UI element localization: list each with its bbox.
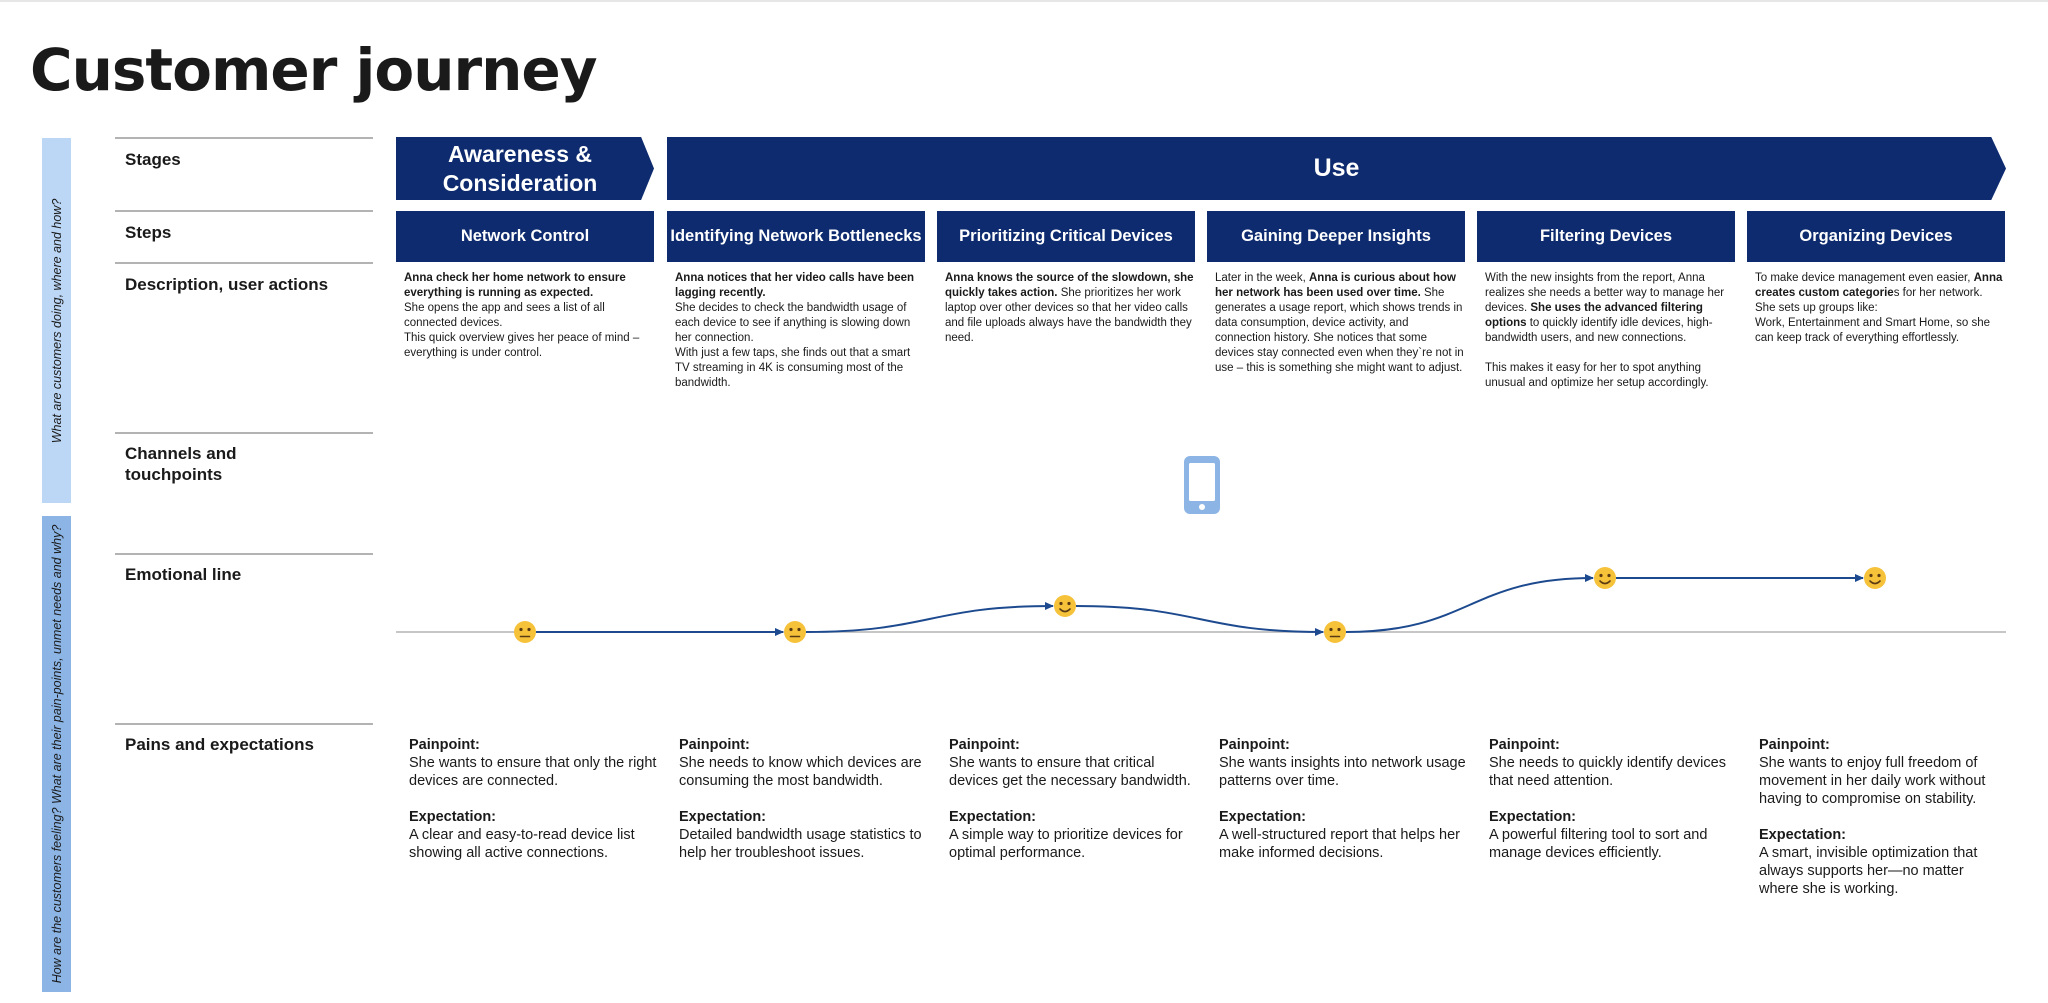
step-filtering-devices: Filtering Devices [1477, 211, 1735, 262]
step-prioritizing-devices: Prioritizing Critical Devices [937, 211, 1195, 262]
pains-filtering-devices: Painpoint:She needs to quickly identify … [1489, 737, 1726, 861]
step-organizing-devices: Organizing Devices [1747, 211, 2005, 262]
emotion-connector [1075, 605, 1324, 636]
row-divider-description [115, 262, 373, 264]
pains-prioritizing-devices: Painpoint:She wants to ensure that criti… [949, 737, 1191, 861]
emotion-face-icon [1864, 567, 1886, 589]
row-label-channels: Channels and touchpoints [125, 444, 237, 484]
row-label-emotional: Emotional line [125, 565, 242, 584]
sidebar-feeling: How are the customers feeling? What are … [42, 516, 71, 992]
stage-use: Use [667, 137, 2006, 200]
page-title: Customer journey [30, 36, 598, 104]
row-divider-channels [115, 432, 373, 434]
description-prioritizing-devices: Anna knows the source of the slowdown, s… [945, 272, 1194, 344]
emotion-connector [805, 602, 1054, 633]
emotion-connector [1345, 574, 1594, 633]
row-label-description: Description, user actions [125, 275, 329, 294]
row-divider-steps [115, 210, 373, 212]
pains-network-control: Painpoint:She wants to ensure that only … [409, 737, 657, 861]
row-label-pains: Pains and expectations [125, 735, 314, 754]
step-identifying-bottlenecks: Identifying Network Bottlenecks [667, 211, 925, 262]
sidebar-doing: What are customers doing, where and how? [42, 138, 71, 503]
emotion-face-icon [1054, 595, 1076, 617]
emotion-face-icon [514, 621, 536, 643]
step-gaining-insights: Gaining Deeper Insights [1207, 211, 1465, 262]
row-label-steps: Steps [125, 223, 172, 242]
pains-gaining-insights: Painpoint:She wants insights into networ… [1219, 737, 1466, 861]
row-divider-pains [115, 723, 373, 725]
row-label-stages: Stages [125, 150, 181, 169]
top-divider [0, 0, 2048, 2]
description-organizing-devices: To make device management even easier, A… [1755, 272, 2003, 344]
stage-awareness: Awareness & Consideration [396, 137, 654, 200]
emotion-face-icon [1594, 567, 1616, 589]
row-divider-stages [115, 137, 373, 139]
description-identifying-bottlenecks: Anna notices that her video calls have b… [675, 272, 915, 389]
pains-identifying-bottlenecks: Painpoint:She needs to know which device… [679, 737, 922, 861]
smartphone-icon [1184, 456, 1220, 514]
emotion-face-icon [784, 621, 806, 643]
emotion-face-icon [1324, 621, 1346, 643]
step-network-control: Network Control [396, 211, 654, 262]
description-network-control: Anna check her home network to ensure ev… [404, 272, 640, 359]
row-divider-emotional [115, 553, 373, 555]
pains-organizing-devices: Painpoint:She wants to enjoy full freedo… [1759, 737, 1986, 897]
description-gaining-insights: Later in the week, Anna is curious about… [1215, 272, 1464, 374]
description-filtering-devices: With the new insights from the report, A… [1485, 272, 1725, 389]
